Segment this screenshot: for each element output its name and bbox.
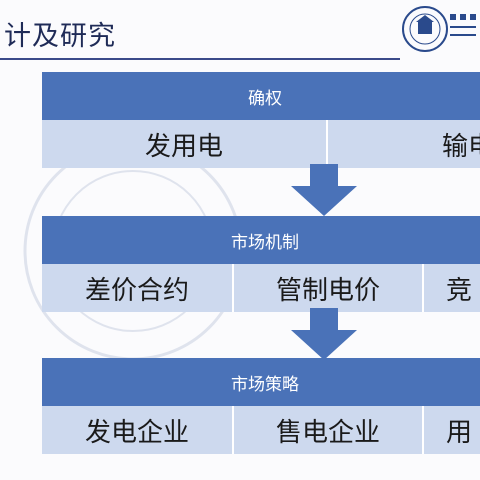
section-header-rights: 确权	[42, 72, 480, 120]
item-transmission: 输电	[442, 131, 480, 162]
down-arrow-icon	[291, 308, 357, 360]
row-divider	[422, 406, 424, 454]
section-row-rights: 发用电 输电	[42, 120, 480, 168]
item-consumer: 用	[446, 417, 473, 448]
row-divider	[326, 120, 328, 168]
title-underline	[0, 58, 400, 60]
item-regulated-price: 管制电价	[275, 275, 380, 306]
section-header-market-mechanism: 市场机制	[42, 216, 480, 264]
section-header-market-strategy: 市场策略	[42, 358, 480, 406]
item-competition: 竞	[446, 275, 473, 306]
item-contract-for-difference: 差价合约	[84, 275, 189, 306]
section-row-market-mechanism: 差价合约 管制电价 竞	[42, 264, 480, 312]
item-retail-company: 售电企业	[275, 417, 380, 448]
row-divider	[232, 406, 234, 454]
item-generation-consumption: 发用电	[144, 131, 223, 162]
row-divider	[232, 264, 234, 312]
row-divider	[422, 264, 424, 312]
section-row-market-strategy: 发电企业 售电企业 用	[42, 406, 480, 454]
down-arrow-icon	[291, 164, 357, 216]
item-generation-company: 发电企业	[84, 417, 189, 448]
slide-title: 计及研究	[4, 21, 116, 52]
university-logo-icon	[402, 6, 476, 52]
